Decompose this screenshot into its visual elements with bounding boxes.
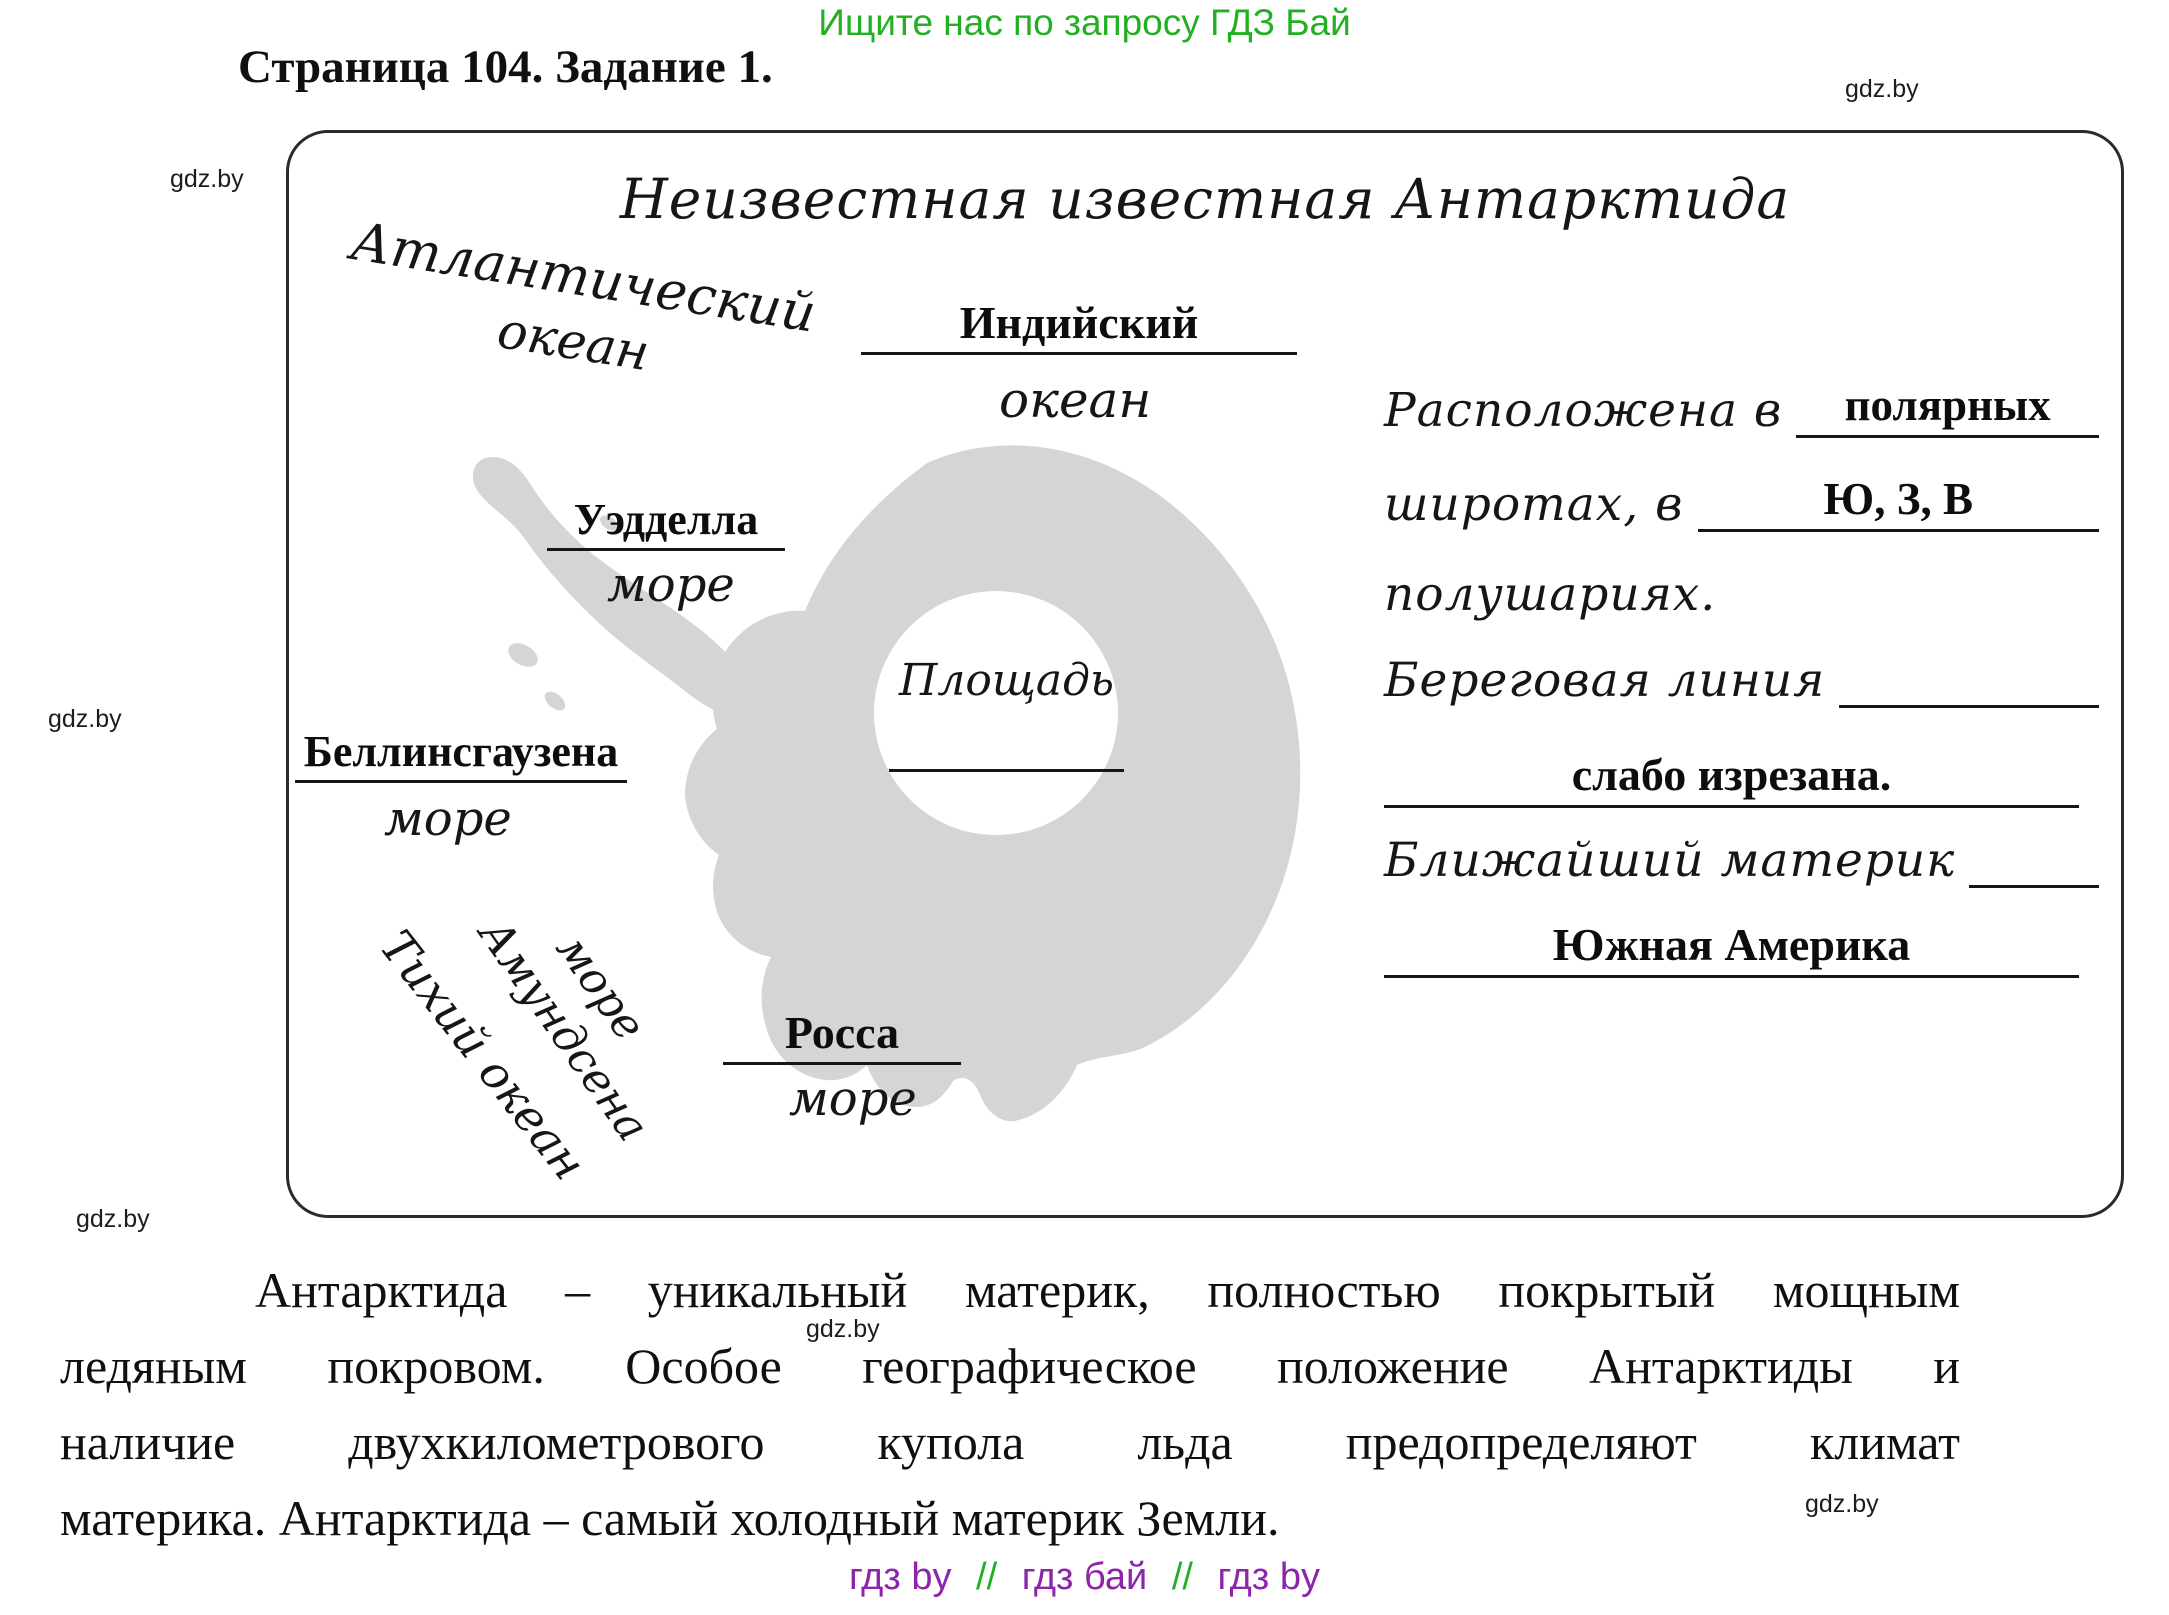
footer-gdz-bai: гдз бай xyxy=(1021,1556,1148,1598)
fact1-answer: полярных xyxy=(1844,380,2051,430)
worksheet-title: Неизвестная известная Антарктида xyxy=(619,167,1791,231)
fact5-answer: слабо изрезана. xyxy=(1571,749,1892,800)
gdz-watermark: gdz.by xyxy=(1805,1490,1879,1518)
site-banner: Ищите нас по запросу ГДЗ Бай xyxy=(818,2,1351,43)
fact-row-1: Расположена в полярных xyxy=(1384,379,2099,438)
fact-row-4: Береговая линия xyxy=(1384,653,2099,708)
fact-row-5: слабо изрезана. xyxy=(1384,735,2079,808)
answer-weddell: Уэдделла xyxy=(573,495,759,544)
fact-row-2: широтах, в Ю, З, В xyxy=(1384,473,2099,532)
paragraph-line: Антарктида – уникальный материк, полност… xyxy=(255,1262,1960,1318)
answer-ross: Росса xyxy=(784,1007,900,1058)
fact1-printed: Расположена в xyxy=(1384,383,1783,438)
page-title: Страница 104. Задание 1. xyxy=(238,41,773,93)
label-atlantic-ocean: Атлантический океан xyxy=(337,209,820,410)
island xyxy=(600,515,618,531)
label-ross-base: море xyxy=(789,1071,917,1127)
blank-bellingshausen-sea: Беллинсгаузена xyxy=(295,715,627,783)
label-weddell-base: море xyxy=(607,557,735,613)
fact-row-3: полушариях. xyxy=(1384,567,1717,622)
body-paragraph: Антарктида – уникальный материк, полност… xyxy=(60,1252,1960,1556)
gdz-watermark: gdz.by xyxy=(76,1205,150,1233)
gdz-watermark: gdz.by xyxy=(48,705,122,733)
antarctica-map xyxy=(472,445,1301,1122)
antarctic-peninsula xyxy=(472,457,758,717)
fact4-printed: Береговая линия xyxy=(1384,653,1826,708)
paragraph-line: материка. Антарктида – самый холодный ма… xyxy=(60,1490,1280,1546)
fact6-printed: Ближайший материк xyxy=(1384,833,1956,888)
label-area: Площадь xyxy=(899,655,1114,706)
area-circle xyxy=(874,591,1118,835)
footer: гдз by // гдз бай // гдз by xyxy=(0,1556,2169,1599)
paragraph-line: наличие двухкилометрового купола льда пр… xyxy=(60,1414,1960,1470)
answer-indian: Индийский xyxy=(959,297,1199,348)
gdz-watermark: gdz.by xyxy=(170,165,244,193)
gdz-watermark: gdz.by xyxy=(806,1315,880,1343)
fact-row-7: Южная Америка xyxy=(1384,905,2079,978)
footer-gdz-by-1: гдз by xyxy=(849,1556,952,1598)
label-bellingshausen-base: море xyxy=(384,791,512,847)
fact2-printed: широтах, в xyxy=(1384,477,1684,532)
fact2-answer: Ю, З, В xyxy=(1823,474,1973,524)
paragraph-line: ледяным покровом. Особое географическое … xyxy=(60,1338,1960,1394)
footer-separator-1: // xyxy=(976,1556,998,1598)
label-indian-base: океан xyxy=(999,371,1152,429)
island xyxy=(544,691,566,711)
gdz-watermark: gdz.by xyxy=(1845,75,1919,103)
island xyxy=(508,643,538,667)
blank-weddell-sea: Уэдделла xyxy=(547,485,785,551)
footer-gdz-by-2: гдз by xyxy=(1217,1556,1320,1598)
answer-bellingshausen: Беллинсгаузена xyxy=(303,727,619,776)
fact7-answer: Южная Америка xyxy=(1552,919,1911,970)
blank-indian-ocean: Индийский xyxy=(861,285,1297,355)
blank-area xyxy=(889,733,1124,772)
fact-row-6: Ближайший материк xyxy=(1384,833,2099,888)
worksheet-box: Неизвестная известная Антарктида Атланти… xyxy=(286,130,2124,1218)
blank-ross-sea: Росса xyxy=(723,1001,961,1065)
footer-separator-2: // xyxy=(1171,1556,1193,1598)
